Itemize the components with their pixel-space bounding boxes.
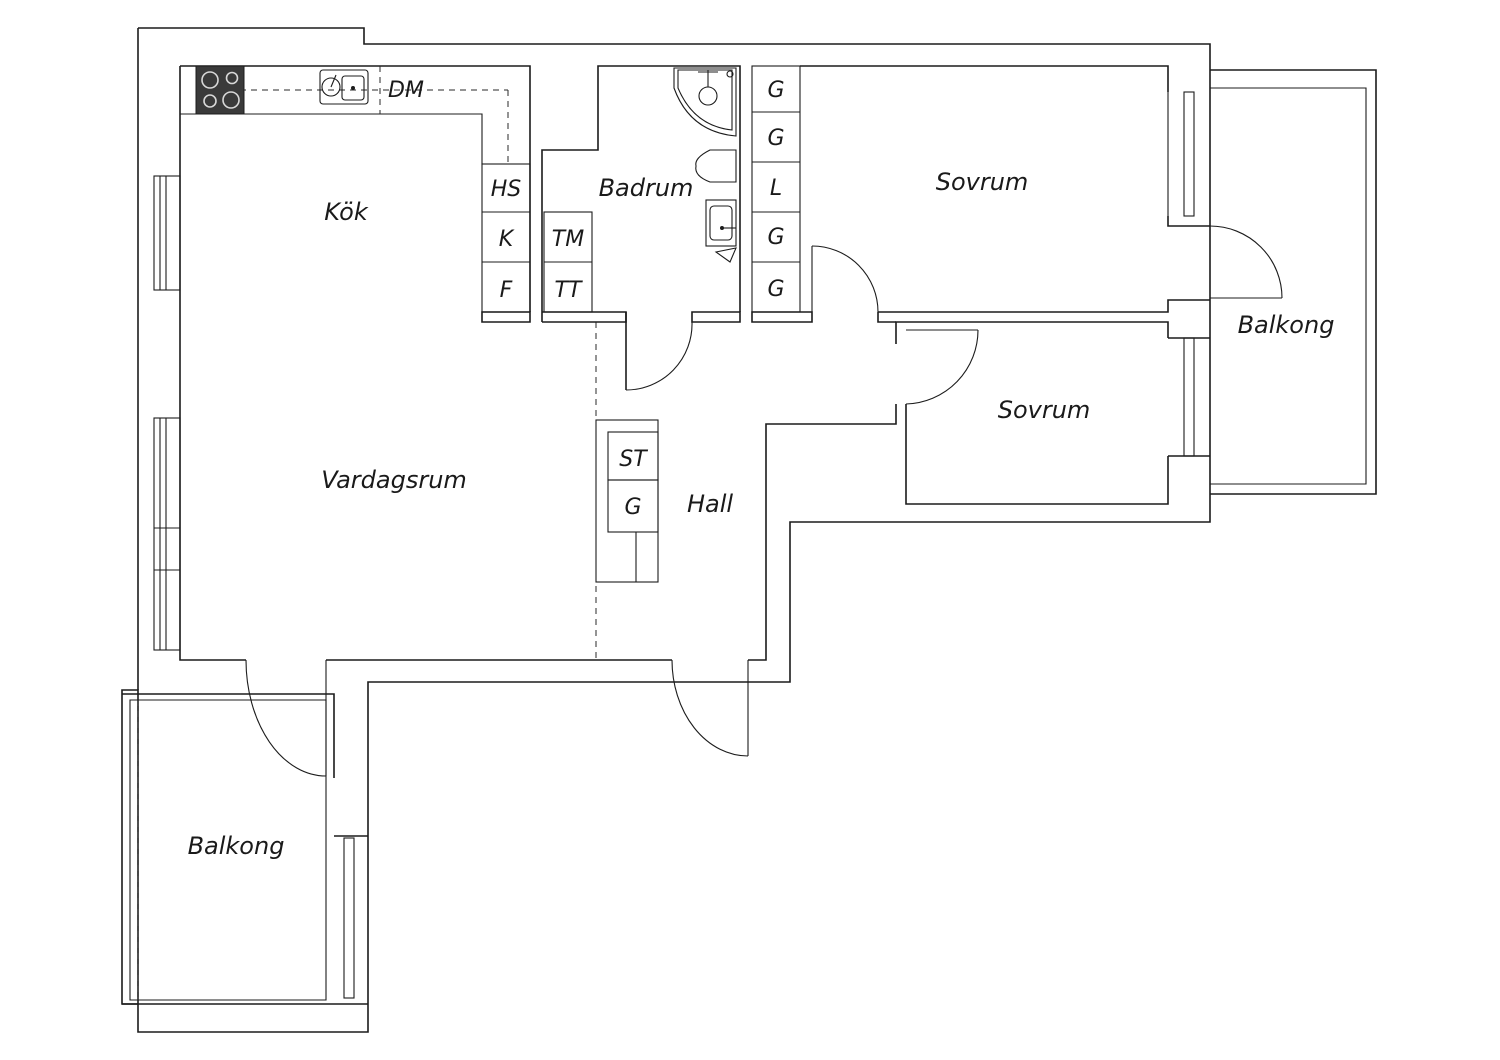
room-label-bedroom-1: Sovrum <box>936 168 1029 196</box>
stove-icon <box>195 65 245 115</box>
bedroom-1-door[interactable] <box>811 245 879 313</box>
bedroom-2-window <box>1183 337 1195 457</box>
appliance-tm-label: TM <box>552 227 584 252</box>
wardrobe-g4-label: G <box>767 277 784 302</box>
entrance-door[interactable] <box>671 659 749 757</box>
room-label-bathroom: Badrum <box>599 174 694 202</box>
east-balcony <box>1210 69 1377 495</box>
west-balcony <box>122 693 368 1005</box>
room-label-balcony-west: Balkong <box>188 832 285 860</box>
room-label-hall: Hall <box>687 490 733 518</box>
cabinet-f-label: F <box>500 278 513 303</box>
cabinet-hs-label: HS <box>491 177 522 202</box>
balcony-west-window <box>343 837 355 999</box>
bedroom-2-door[interactable] <box>905 329 979 405</box>
wardrobe-g3-label: G <box>767 225 784 250</box>
room-label-living-room: Vardagsrum <box>321 466 467 494</box>
bedroom-1-walls <box>800 65 1210 323</box>
bathroom-door[interactable] <box>625 321 693 391</box>
wardrobe-g1-label: G <box>767 78 784 103</box>
hall-storage <box>595 419 659 583</box>
balcony-door-west[interactable] <box>245 659 327 777</box>
bedroom-1-window <box>1167 91 1195 217</box>
shower-icon <box>673 67 737 137</box>
storage-g-label: G <box>624 495 641 520</box>
appliance-tt-label: TT <box>555 278 583 303</box>
bath-appliances <box>543 211 593 313</box>
partition-wall-kitchen <box>481 311 531 323</box>
balcony-door-east[interactable] <box>1209 225 1283 299</box>
storage-st-label: ST <box>619 447 648 472</box>
room-label-kitchen: Kök <box>324 198 369 226</box>
dishwasher-label: DM <box>388 78 424 103</box>
wardrobe-l-label: L <box>770 176 782 201</box>
wardrobe-g2-label: G <box>767 126 784 151</box>
cabinet-k-label: K <box>499 227 515 252</box>
room-label-balcony-east: Balkong <box>1238 311 1335 339</box>
kitchen-sink-icon <box>319 69 369 105</box>
wardrobe-column <box>751 65 813 323</box>
washbasin-icon <box>705 199 737 263</box>
west-windows <box>153 175 181 651</box>
room-label-bedroom-2: Sovrum <box>998 396 1091 424</box>
toilet-icon <box>695 149 737 183</box>
